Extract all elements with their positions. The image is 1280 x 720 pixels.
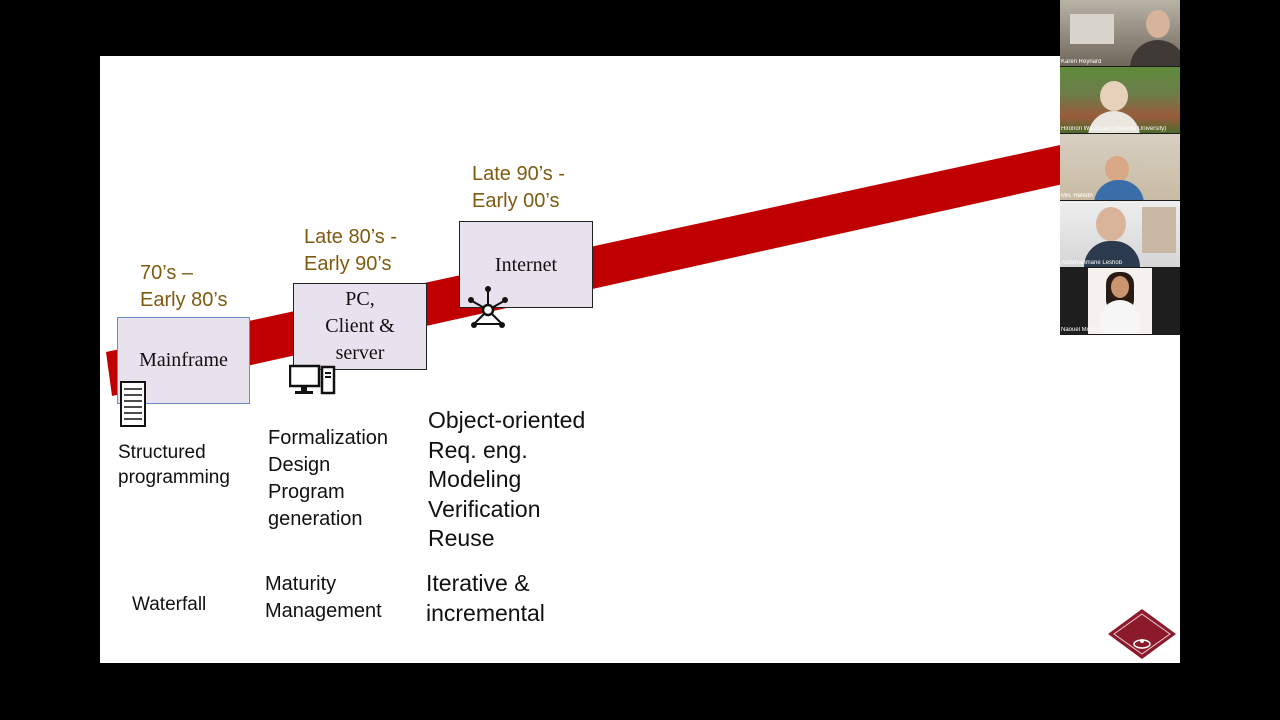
participant-name: Naouel Moha xyxy=(1061,327,1097,333)
network-hub-icon xyxy=(468,286,508,328)
participant-tile[interactable]: Mili, Hafedh xyxy=(1060,134,1180,200)
pc-client-server-box: PC, Client & server xyxy=(293,283,427,370)
era-label-80s: Late 80’s -Early 90’s xyxy=(304,226,398,275)
participant-video xyxy=(1100,81,1128,111)
participant-video xyxy=(1146,10,1170,38)
participant-name: Hironori Washizaki (Waseda University) xyxy=(1061,126,1167,132)
timeline-band xyxy=(106,119,1180,396)
participant-name: Mili, Hafedh xyxy=(1061,193,1093,199)
process-iterative: Iterative &incremental xyxy=(426,570,545,626)
internet-label: Internet xyxy=(494,254,558,276)
participant-video xyxy=(1096,207,1126,241)
pc-client-server-label: PC, Client & server xyxy=(325,288,395,364)
window-backdrop xyxy=(1070,14,1114,44)
participant-tile[interactable]: Hironori Washizaki (Waseda University) xyxy=(1060,67,1180,133)
mainframe-label: Mainframe xyxy=(139,349,228,371)
era-label-70s: 70’s –Early 80’s xyxy=(140,262,228,311)
era-label-90s: Late 90’s -Early 00’s xyxy=(472,163,566,212)
participant-tile[interactable]: Karen Reynard xyxy=(1060,0,1180,66)
process-waterfall: Waterfall xyxy=(132,594,207,615)
participant-tile[interactable]: Abderrahmane Leshob xyxy=(1060,201,1180,267)
presentation-slide: 70’s –Early 80’s Late 80’s -Early 90’s L… xyxy=(100,56,1180,663)
internet-box: Internet xyxy=(459,221,593,308)
participant-gallery: Karen Reynard Hironori Washizaki (Waseda… xyxy=(1060,0,1180,335)
participant-name: Karen Reynard xyxy=(1061,59,1102,65)
desktop-computer-icon xyxy=(289,364,336,395)
server-rack-icon xyxy=(120,381,146,427)
university-logo-icon xyxy=(1108,609,1176,659)
participant-tile[interactable]: Naouel Moha xyxy=(1060,268,1180,334)
participant-name: Abderrahmane Leshob xyxy=(1061,260,1123,266)
participant-video xyxy=(1105,156,1129,182)
bookshelf-backdrop xyxy=(1142,207,1176,253)
